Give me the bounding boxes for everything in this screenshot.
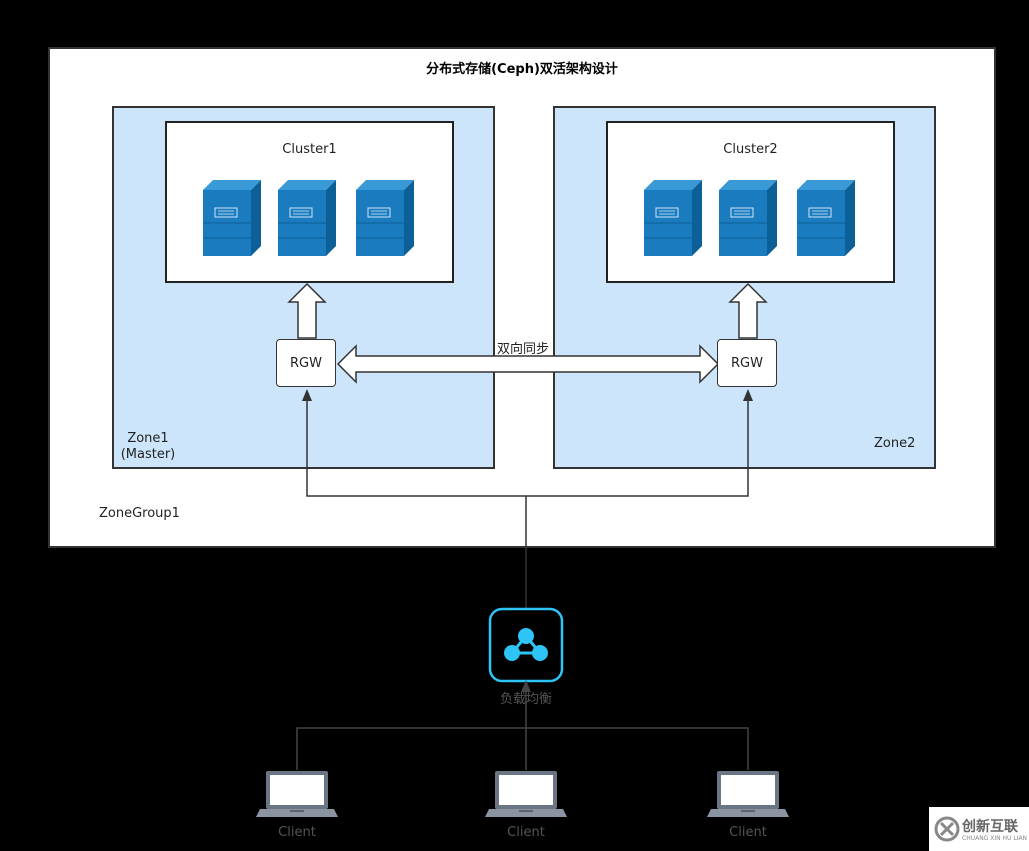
up-arrow-icon [287,282,327,339]
zone1-label: Zone1 [127,431,169,446]
watermark-subtext: CHUANG XIN HU LIAN [962,835,1028,842]
server-icon [796,179,856,257]
rgw-zone1: RGW [276,339,336,387]
diagram-title: 分布式存储(Ceph)双活架构设计 [426,62,618,77]
load-balancer-label: 负载均衡 [499,692,552,707]
zonegroup-label: ZoneGroup1 [99,506,180,521]
server-icon [277,179,337,257]
watermark-text: 创新互联 [962,819,1018,835]
server-icon [355,179,415,257]
zone2-label: Zone2 [874,436,916,451]
load-balancer-icon [488,607,564,683]
watermark-logo-icon [934,816,960,842]
watermark: 创新互联 CHUANG XIN HU LIAN [929,807,1029,851]
server-icon [202,179,262,257]
sync-label: 双向同步 [497,342,550,357]
client-label: Client [507,825,545,840]
server-icon [643,179,703,257]
zone1-role: (Master) [120,447,176,462]
laptop-icon [256,771,338,817]
client-label: Client [729,825,767,840]
laptop-icon [707,771,789,817]
rgw-zone2: RGW [717,339,777,387]
client-label: Client [278,825,316,840]
server-icon [718,179,778,257]
cluster1-label: Cluster1 [282,142,337,157]
laptop-icon [485,771,567,817]
up-arrow-icon [728,282,768,339]
cluster2-label: Cluster2 [723,142,778,157]
